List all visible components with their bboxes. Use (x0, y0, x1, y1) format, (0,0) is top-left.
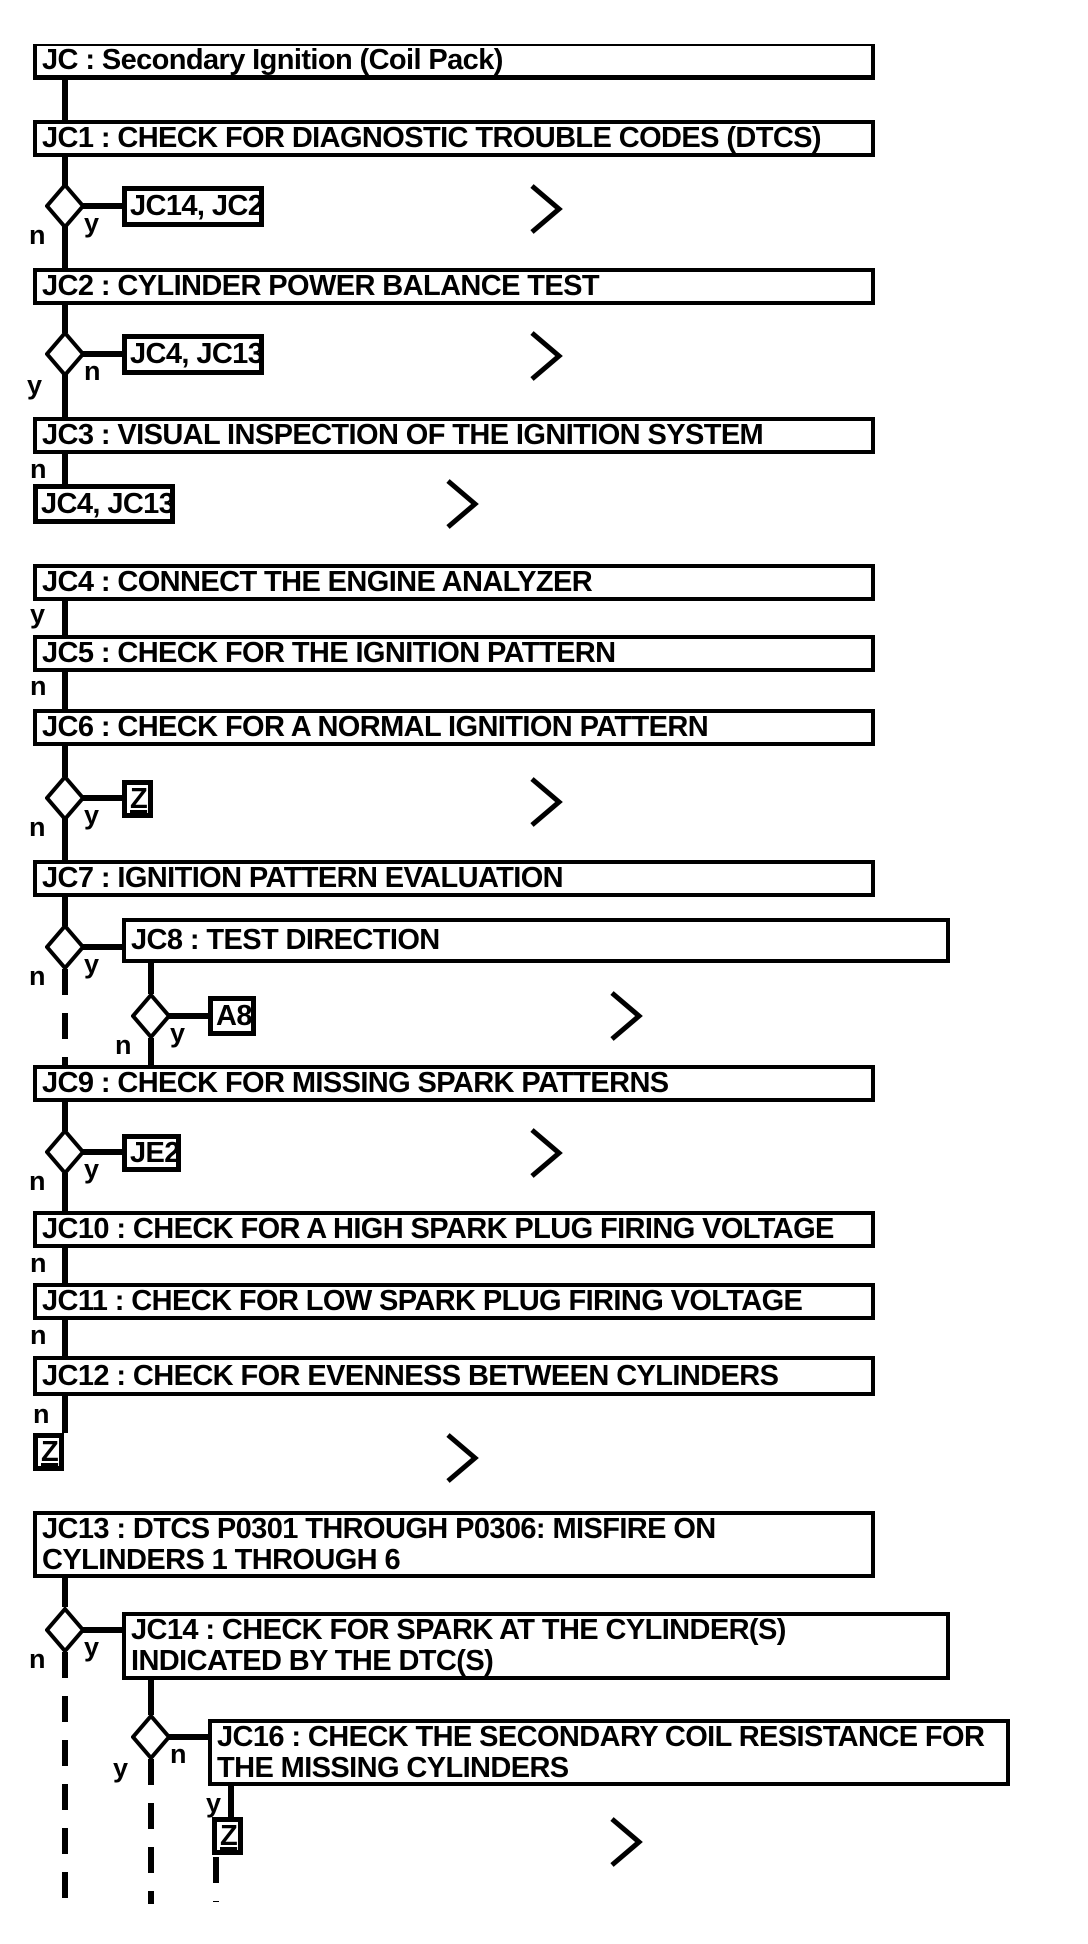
branch-label-yes: y (84, 1632, 100, 1662)
connector (82, 1627, 122, 1633)
connector (62, 818, 68, 860)
connector (62, 1102, 68, 1131)
connector (62, 897, 68, 926)
connector-dashed (148, 1759, 154, 1904)
connector (228, 1786, 234, 1817)
flow-step-jc4[interactable]: JC4 : CONNECT THE ENGINE ANALYZER (33, 564, 875, 601)
ref-jc4-jc13[interactable]: JC4, JC13 (122, 334, 264, 375)
flow-step-jc2[interactable]: JC2 : CYLINDER POWER BALANCE TEST (33, 268, 875, 305)
branch-label-yes: y (170, 1018, 186, 1048)
connector (82, 351, 122, 357)
branch-label-no: n (33, 1399, 50, 1429)
branch-label-no: n (29, 220, 46, 250)
branch-label-no: n (29, 1644, 46, 1674)
flow-step-jc12[interactable]: JC12 : CHECK FOR EVENNESS BETWEEN CYLIND… (33, 1356, 875, 1396)
connector (82, 944, 122, 950)
continue-chevron-icon[interactable] (529, 1127, 563, 1179)
ref-z-label: Z (220, 1819, 238, 1852)
branch-label-no: n (29, 1166, 46, 1196)
ref-z-1[interactable]: Z (122, 780, 153, 818)
continue-chevron-icon[interactable] (445, 478, 479, 530)
continue-chevron-icon[interactable] (529, 183, 563, 235)
continue-chevron-icon[interactable] (529, 776, 563, 828)
connector (148, 1680, 154, 1715)
branch-label-no: n (30, 454, 47, 484)
branch-label-no: n (84, 356, 101, 386)
flow-step-jc1[interactable]: JC1 : CHECK FOR DIAGNOSTIC TROUBLE CODES… (33, 120, 875, 157)
decision-diamond-icon (44, 329, 86, 379)
connector-dashed (213, 1857, 219, 1902)
continue-chevron-icon[interactable] (609, 990, 643, 1042)
connector (62, 225, 68, 268)
flow-step-jc-title: JC : Secondary Ignition (Coil Pack) (33, 44, 875, 80)
decision-diamond-icon (44, 922, 86, 972)
connector (82, 1149, 122, 1155)
branch-label-yes: y (84, 800, 100, 830)
decision-diamond-icon (44, 181, 86, 231)
ref-jc14-jc2[interactable]: JC14, JC2 (122, 186, 264, 227)
ref-jc4-jc13-2[interactable]: JC4, JC13 (33, 484, 175, 524)
connector (168, 1734, 208, 1740)
flow-step-jc7[interactable]: JC7 : IGNITION PATTERN EVALUATION (33, 860, 875, 897)
ref-z-3[interactable]: Z (212, 1817, 243, 1855)
decision-diamond-icon (130, 1712, 172, 1762)
flow-step-jc9[interactable]: JC9 : CHECK FOR MISSING SPARK PATTERNS (33, 1065, 875, 1102)
branch-label-yes: y (113, 1753, 129, 1783)
flow-step-jc16[interactable]: JC16 : CHECK THE SECONDARY COIL RESISTAN… (208, 1719, 1010, 1786)
branch-label-yes: y (84, 949, 100, 979)
branch-label-no: n (170, 1739, 187, 1769)
connector (62, 1248, 68, 1283)
ref-z-label: Z (130, 782, 148, 815)
ref-je2[interactable]: JE2 (122, 1134, 181, 1172)
branch-label-no: n (30, 1320, 47, 1350)
branch-label-yes: y (206, 1788, 222, 1818)
flow-step-jc10[interactable]: JC10 : CHECK FOR A HIGH SPARK PLUG FIRIN… (33, 1211, 875, 1248)
connector (62, 373, 68, 417)
connector (148, 1038, 154, 1065)
connector (62, 454, 68, 484)
connector (82, 795, 122, 801)
connector (62, 672, 68, 709)
flow-step-jc8[interactable]: JC8 : TEST DIRECTION (122, 918, 950, 963)
flow-step-jc13[interactable]: JC13 : DTCS P0301 THROUGH P0306: MISFIRE… (33, 1511, 875, 1578)
ref-a8[interactable]: A8 (208, 996, 256, 1036)
branch-label-yes: y (84, 208, 100, 238)
connector-dashed (62, 969, 68, 1065)
continue-chevron-icon[interactable] (445, 1432, 479, 1484)
connector-dashed (62, 1652, 68, 1902)
connector (62, 1173, 68, 1211)
branch-label-yes: y (84, 1154, 100, 1184)
connector (62, 1578, 68, 1607)
decision-diamond-icon (44, 1605, 86, 1655)
connector (62, 1396, 68, 1433)
branch-label-no: n (29, 812, 46, 842)
connector (62, 305, 68, 333)
flow-step-jc6[interactable]: JC6 : CHECK FOR A NORMAL IGNITION PATTER… (33, 709, 875, 746)
connector (62, 80, 68, 120)
flow-step-jc3[interactable]: JC3 : VISUAL INSPECTION OF THE IGNITION … (33, 417, 875, 454)
connector (62, 746, 68, 777)
connector (82, 203, 122, 209)
decision-diamond-icon (130, 991, 172, 1041)
decision-diamond-icon (44, 1127, 86, 1177)
branch-label-no: n (30, 671, 47, 701)
flow-step-jc14[interactable]: JC14 : CHECK FOR SPARK AT THE CYLINDER(S… (122, 1612, 950, 1680)
flow-step-jc5[interactable]: JC5 : CHECK FOR THE IGNITION PATTERN (33, 635, 875, 672)
branch-label-no: n (115, 1030, 132, 1060)
branch-label-yes: y (27, 370, 43, 400)
connector (168, 1013, 208, 1019)
branch-label-no: n (29, 961, 46, 991)
branch-label-yes: y (30, 599, 46, 629)
continue-chevron-icon[interactable] (609, 1816, 643, 1868)
connector (148, 962, 154, 994)
branch-label-no: n (30, 1248, 47, 1278)
connector (62, 1320, 68, 1356)
connector (62, 157, 68, 187)
ref-z-label: Z (41, 1435, 59, 1468)
flow-step-jc11[interactable]: JC11 : CHECK FOR LOW SPARK PLUG FIRING V… (33, 1283, 875, 1320)
continue-chevron-icon[interactable] (529, 330, 563, 382)
ref-z-2[interactable]: Z (33, 1433, 64, 1471)
decision-diamond-icon (44, 773, 86, 823)
connector (62, 601, 68, 635)
